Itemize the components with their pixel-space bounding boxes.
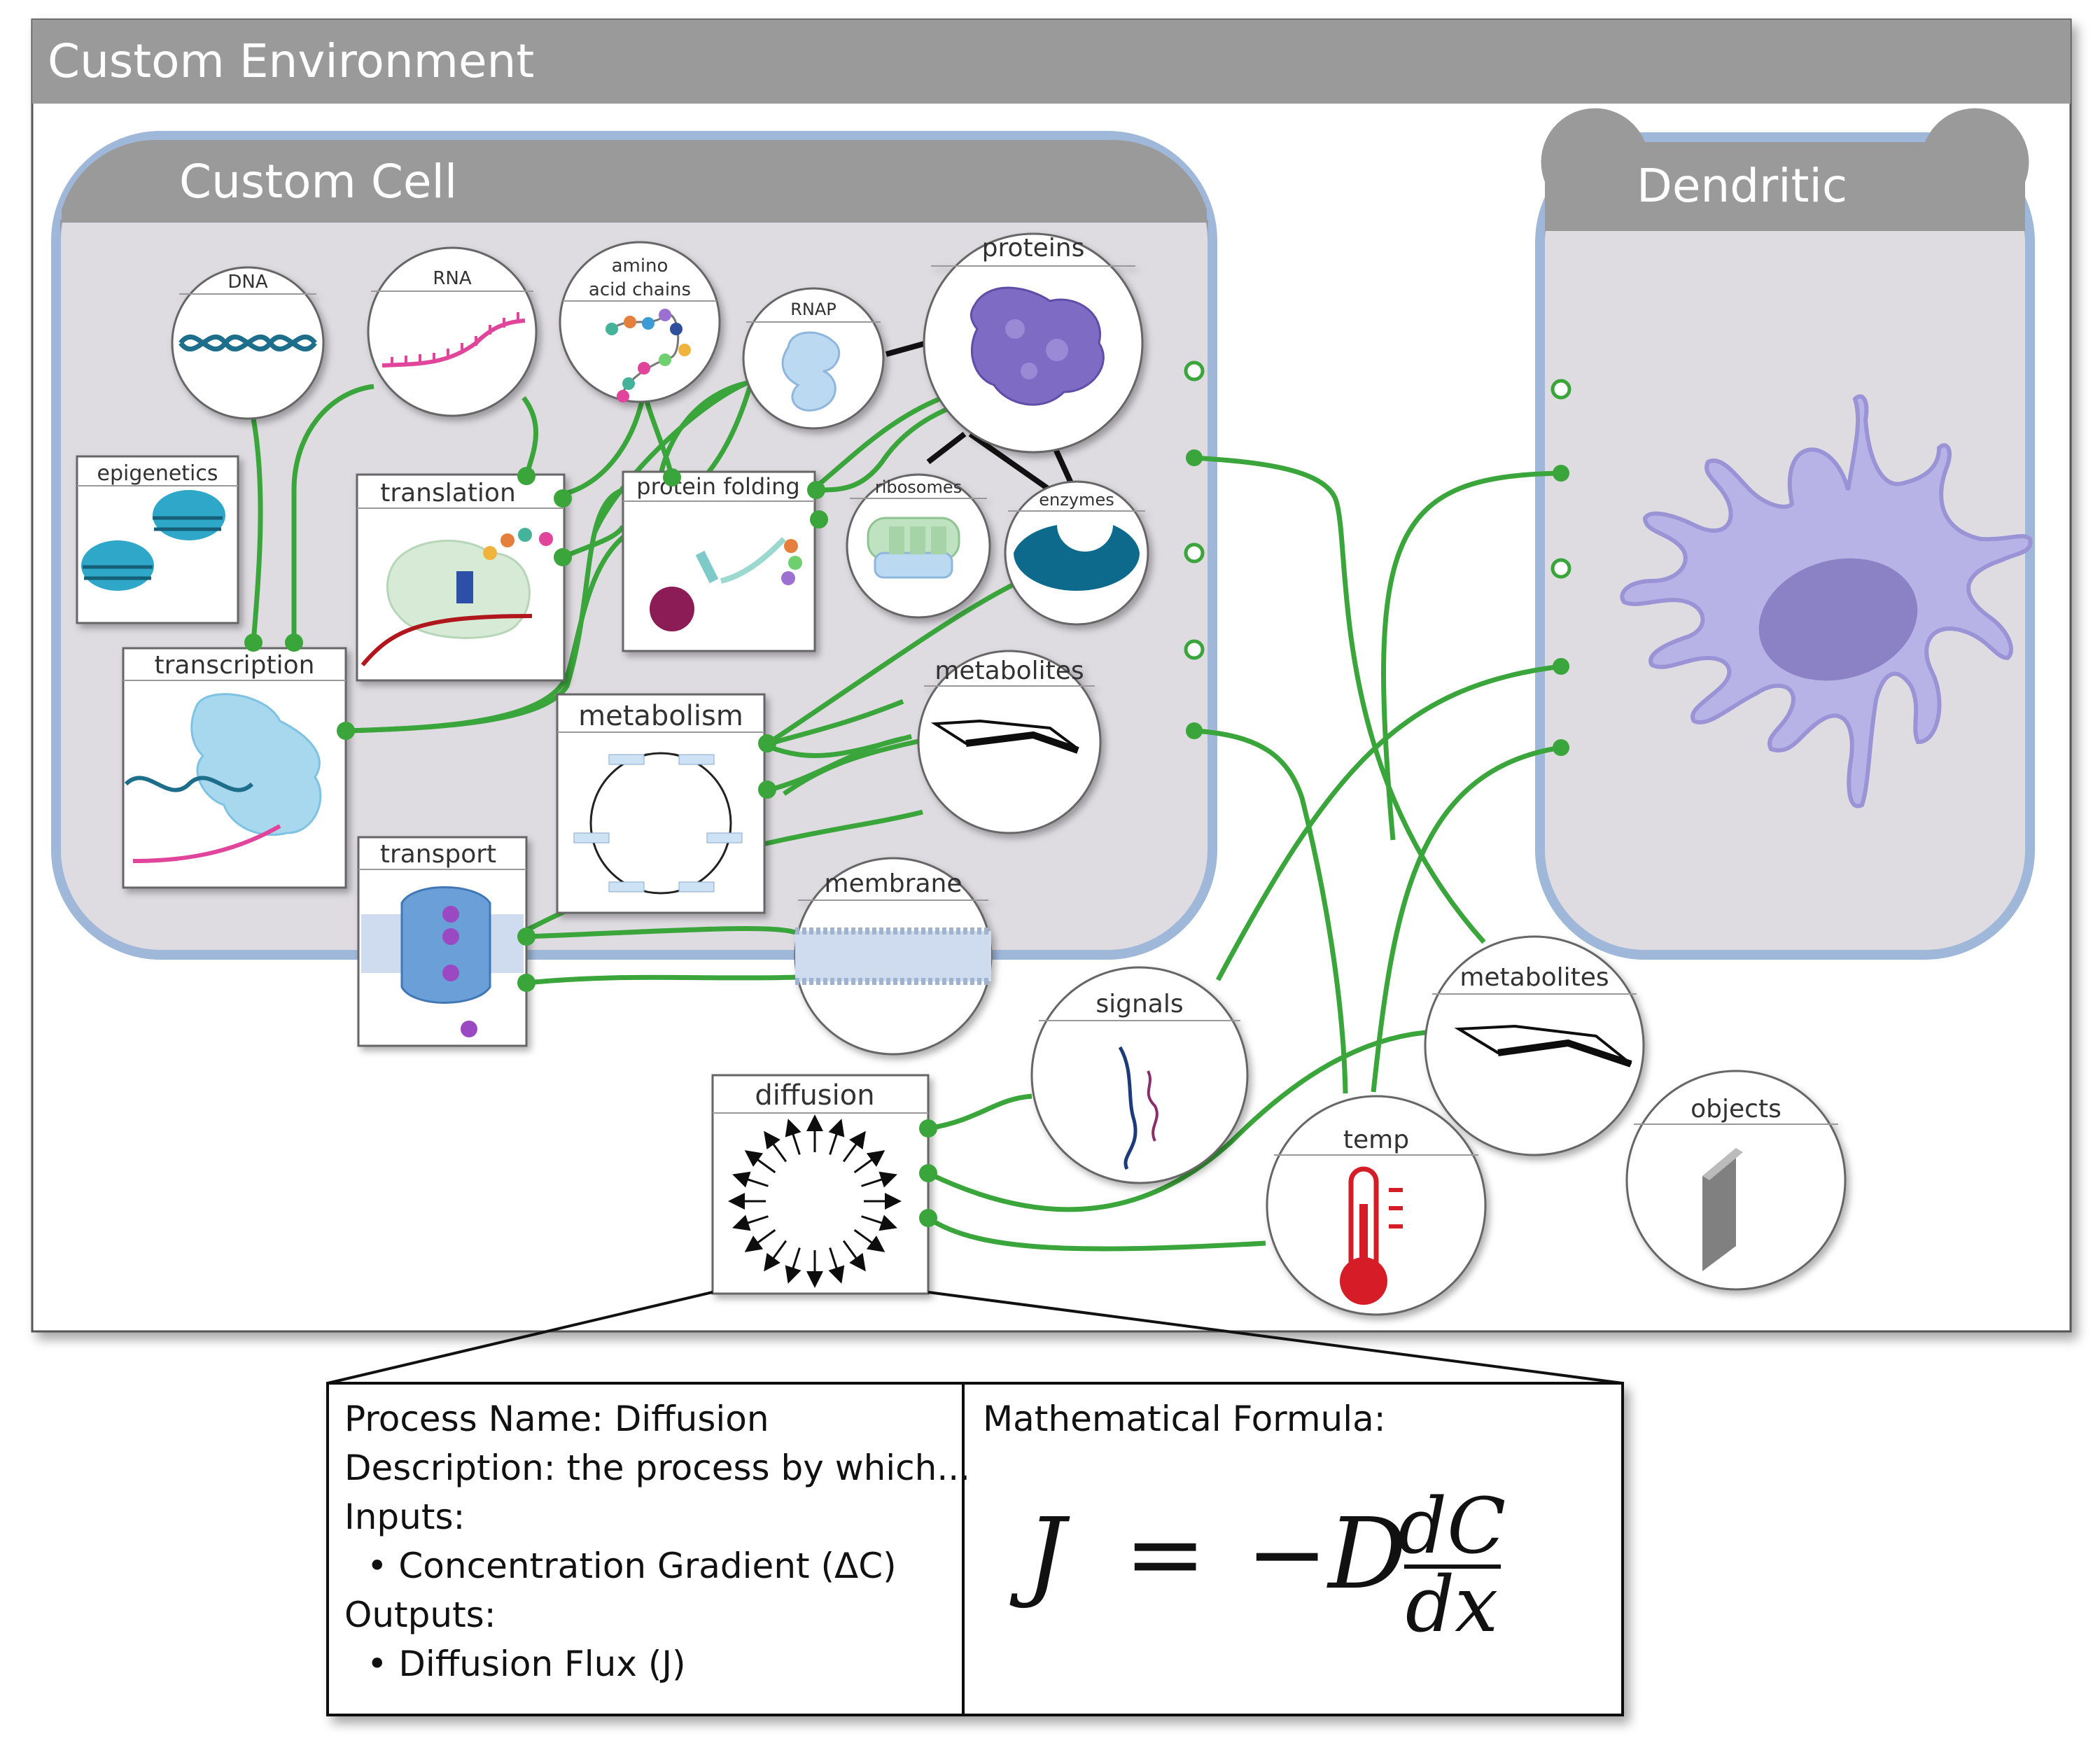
inputs-label: Inputs: [344, 1497, 465, 1537]
objects-label: objects [1690, 1095, 1782, 1124]
node-transcription[interactable]: transcription [122, 647, 347, 889]
signals-label: signals [1096, 990, 1183, 1018]
zoom-lines [327, 1291, 1623, 1385]
outputs-label: Outputs: [344, 1595, 496, 1635]
formula-numerator: dC [1398, 1481, 1506, 1571]
diffusion-arrow [785, 1119, 802, 1155]
diffusion-formula: J = −D dC dx [1009, 1481, 1506, 1649]
dendritic-title: Dendritic [1637, 159, 1847, 213]
node-epigenetics[interactable]: epigenetics [76, 455, 239, 624]
rna-label: RNA [433, 268, 472, 289]
node-diffusion[interactable]: diffusion [711, 1074, 930, 1295]
epigenetics-label: epigenetics [97, 461, 218, 486]
node-dna[interactable]: DNA [171, 266, 325, 420]
diffusion-arrow [828, 1247, 845, 1284]
membrane-label: membrane [825, 869, 962, 898]
diffusion-arrow [732, 1214, 769, 1231]
node-metabolites-inner[interactable]: metabolites [917, 650, 1102, 834]
diffusion-arrow [861, 1171, 897, 1188]
metabolites-outer-label: metabolites [1460, 963, 1609, 992]
node-signals[interactable]: signals [1030, 966, 1249, 1184]
custom-cell-title: Custom Cell [179, 155, 457, 209]
node-protein-folding[interactable]: protein folding [622, 470, 816, 652]
node-amino-acid-chains[interactable]: amino acid chains [559, 241, 721, 403]
node-proteins[interactable]: proteins [923, 232, 1144, 454]
node-rnap[interactable]: RNAP [742, 287, 885, 430]
proteins-label: proteins [982, 234, 1085, 262]
formula-neg-d: −D [1246, 1497, 1407, 1611]
detail-panel [326, 1382, 1624, 1716]
diffusion-arrow [744, 1150, 776, 1174]
diffusion-arrow [732, 1171, 769, 1188]
node-metabolism[interactable]: metabolism [556, 693, 766, 914]
temp-label: temp [1343, 1126, 1409, 1154]
diffusion-arrow [842, 1240, 866, 1272]
diffusion-arrow [853, 1150, 886, 1174]
node-ribosomes[interactable]: ribosomes [846, 473, 991, 619]
node-connection-dots [244, 467, 937, 1227]
diffusion-arrows-icon [728, 1114, 902, 1288]
node-temp[interactable]: temp [1266, 1095, 1487, 1316]
rnap-label: RNAP [790, 300, 836, 319]
node-enzymes[interactable]: enzymes [1004, 480, 1149, 626]
transport-label: transport [380, 840, 496, 869]
node-rna[interactable]: RNA [367, 246, 538, 417]
transcription-label: transcription [155, 651, 315, 680]
metabolites-inner-label: metabolites [934, 657, 1084, 685]
diffusion-arrow [764, 1130, 788, 1163]
formula-equals: = [1124, 1497, 1206, 1611]
protein-folding-label: protein folding [636, 473, 799, 500]
diffusion-arrow [764, 1240, 788, 1272]
diffusion-arrow [861, 1214, 897, 1231]
diffusion-arrow [785, 1247, 802, 1284]
dna-label: DNA [227, 272, 267, 293]
amino-label-1: amino [612, 255, 668, 276]
nucleus-icon [1758, 558, 1918, 681]
diffusion-arrow [744, 1228, 776, 1252]
cell-ports [1184, 360, 1572, 756]
node-membrane[interactable]: membrane [794, 857, 993, 1056]
detail-panel-content: Process Name: Diffusion Description: the… [344, 1399, 1506, 1684]
diffusion-arrow [842, 1130, 866, 1163]
diffusion-arrow [853, 1228, 886, 1252]
node-objects[interactable]: objects [1625, 1070, 1847, 1291]
diffusion-arrow [828, 1119, 845, 1155]
enzymes-label: enzymes [1039, 490, 1114, 510]
node-transport[interactable]: transport [357, 836, 528, 1047]
formula-label: Mathematical Formula: [983, 1399, 1386, 1439]
input-item: • Concentration Gradient (ΔC) [367, 1546, 897, 1586]
node-metabolites-outer[interactable]: metabolites [1424, 935, 1645, 1156]
node-translation[interactable]: translation [356, 473, 566, 682]
metabolism-label: metabolism [578, 700, 743, 732]
ribosomes-label: ribosomes [875, 477, 962, 497]
process-name: Process Name: Diffusion [344, 1399, 769, 1439]
dendritic-cell-container: Dendritic [1535, 108, 2035, 960]
formula-denominator: dx [1406, 1560, 1498, 1649]
amino-label-2: acid chains [589, 279, 691, 300]
environment-title: Custom Environment [48, 34, 534, 88]
diffusion-label: diffusion [755, 1079, 874, 1112]
process-description: Description: the process by which... [344, 1448, 970, 1488]
translation-label: translation [380, 479, 516, 507]
output-item: • Diffusion Flux (J) [367, 1644, 686, 1684]
